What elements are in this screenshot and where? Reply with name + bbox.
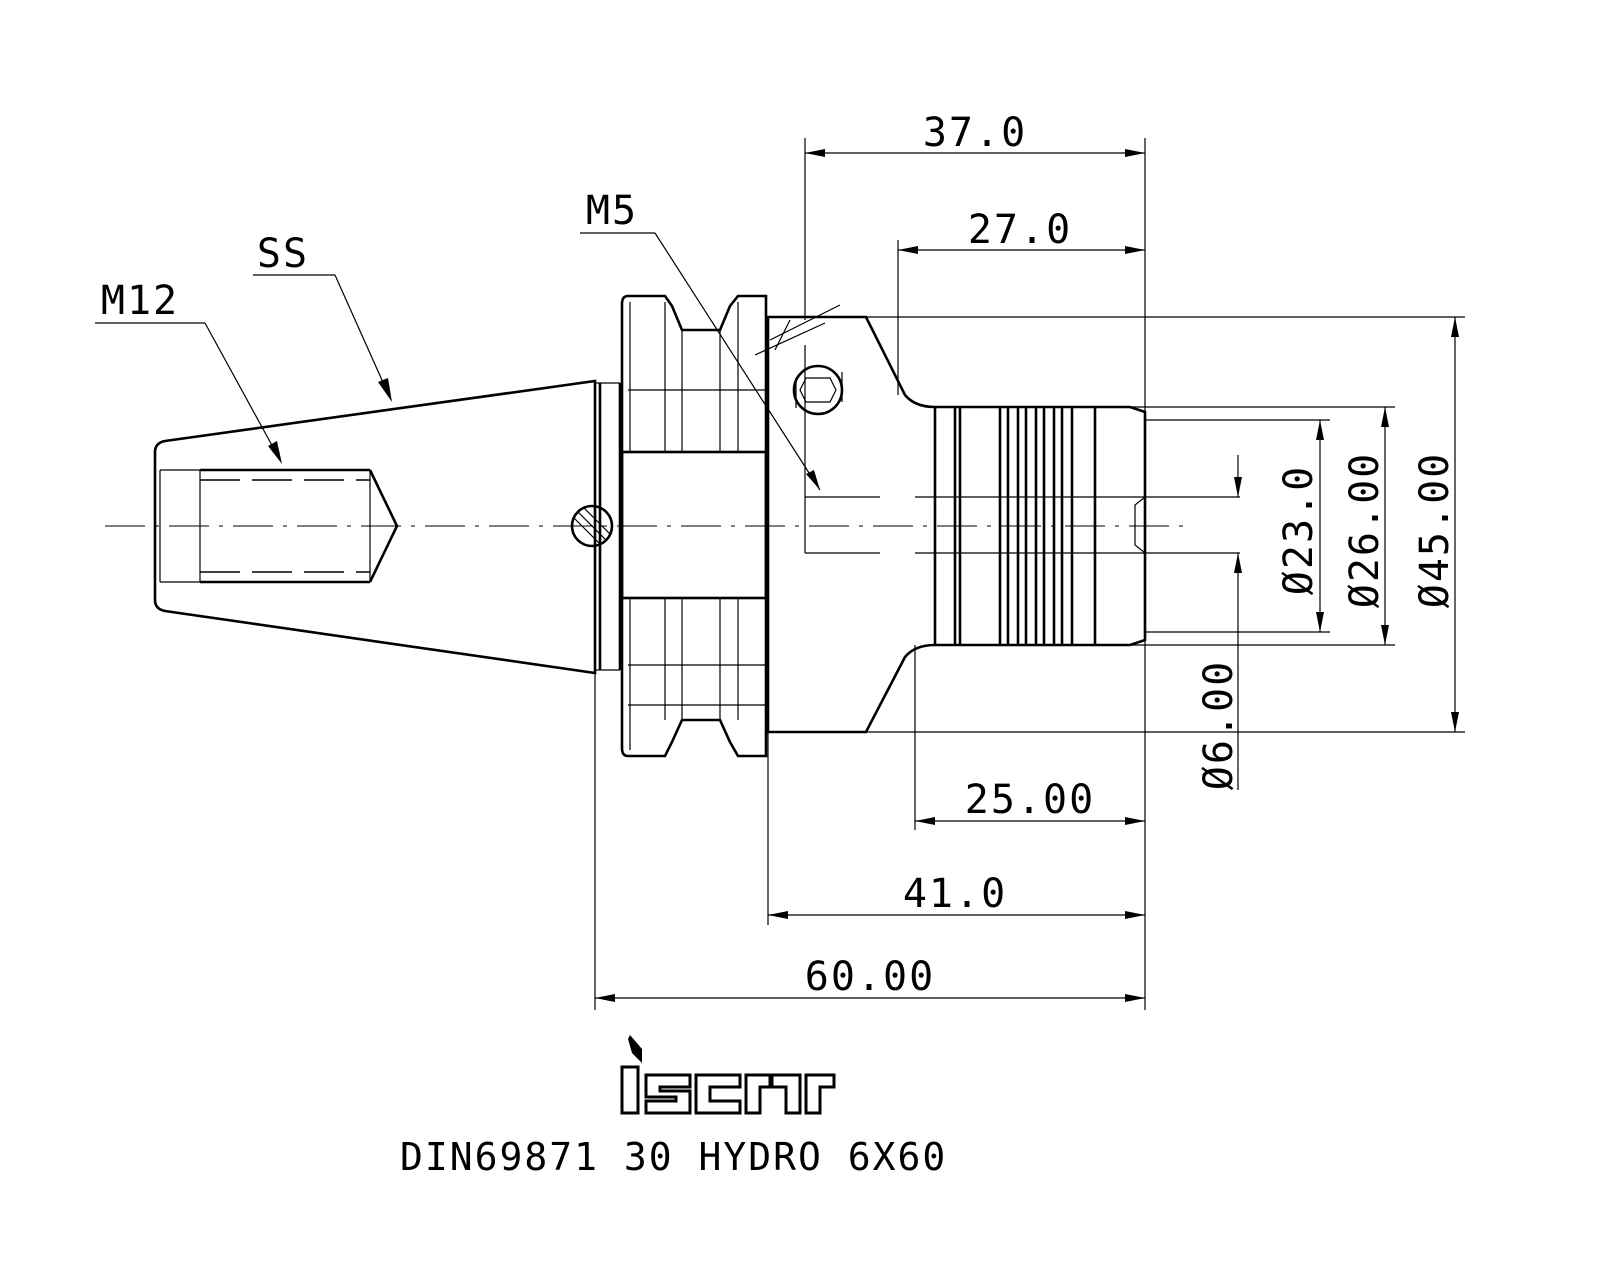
dimension-27: 27.0 — [968, 207, 1072, 253]
dimension-60: 60.00 — [805, 954, 935, 1000]
diameter-45: Ø45.00 — [1412, 452, 1458, 609]
diameter-23: Ø23.0 — [1276, 465, 1322, 595]
dimension-37: 37.0 — [923, 110, 1027, 156]
thread-m12-label: M12 — [101, 278, 179, 324]
dimension-41: 41.0 — [903, 871, 1007, 917]
taper-shank — [153, 379, 622, 675]
v-flange — [620, 294, 768, 758]
iscar-logo — [620, 1035, 836, 1115]
diameter-26: Ø26.00 — [1342, 452, 1388, 609]
ss-label: SS — [257, 231, 309, 277]
drawing-title: DIN69871 30 HYDRO 6X60 — [400, 1135, 947, 1179]
holder-body — [754, 304, 1240, 734]
diameter-6: Ø6.00 — [1196, 660, 1242, 790]
dimension-25: 25.00 — [965, 777, 1095, 823]
dimension-lines — [95, 138, 1465, 1010]
thread-m5-label: M5 — [586, 188, 638, 234]
